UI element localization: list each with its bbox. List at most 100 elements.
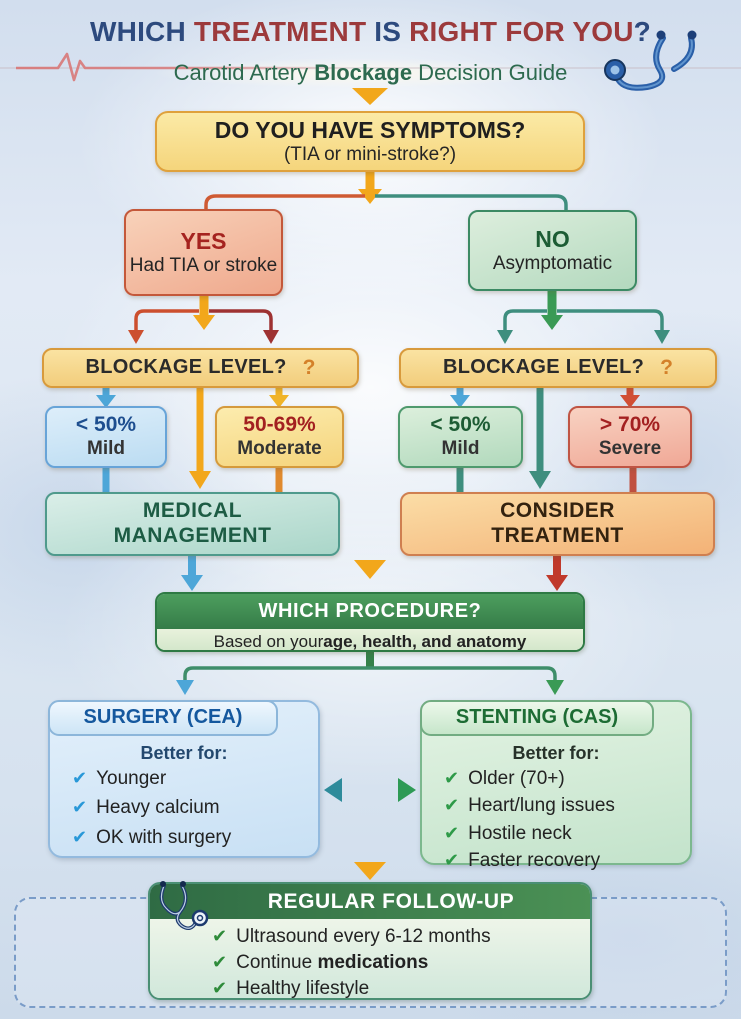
severe-label: Severe bbox=[598, 438, 662, 460]
severe-value: > 70% bbox=[599, 413, 661, 437]
subtitle-highlight-band bbox=[95, 54, 615, 92]
list-item: ✔ Ultrasound every 6-12 months bbox=[212, 926, 590, 948]
surgery-item-label: Younger bbox=[96, 768, 167, 789]
title-part: ? bbox=[633, 16, 651, 47]
surgery-item-label: OK with surgery bbox=[96, 826, 232, 848]
no-branch-box: NO Asymptomatic bbox=[468, 210, 637, 291]
medical-management-line2: MANAGEMENT bbox=[113, 524, 272, 547]
moderate-value: 50-69% bbox=[243, 413, 316, 437]
title-part: FOR YOU bbox=[505, 16, 634, 47]
procedure-subtitle-bold: age, health, and anatomy bbox=[323, 631, 527, 651]
blockage-level-bar-left: BLOCKAGE LEVEL? ? bbox=[42, 348, 359, 388]
list-item: ✔ Heart/lung issues bbox=[444, 795, 615, 817]
stenting-item-label: Older (70+) bbox=[468, 768, 565, 789]
title-part: RIGHT bbox=[409, 16, 506, 47]
stenting-panel: STENTING (CAS) Better for: ✔Older (70+) … bbox=[420, 700, 692, 871]
compare-double-arrow bbox=[324, 778, 416, 802]
list-item: ✔Younger bbox=[72, 768, 231, 790]
follow-up-title: REGULAR FOLLOW-UP bbox=[150, 884, 590, 919]
follow-up-list: ✔ Ultrasound every 6-12 months ✔ Continue … bbox=[150, 919, 590, 999]
yes-label: YES bbox=[180, 227, 227, 254]
connector-procedure-split bbox=[176, 652, 564, 695]
question-mark-icon: ? bbox=[660, 355, 673, 379]
list-item: ✔Older (70+) bbox=[444, 768, 615, 790]
list-item: ✔ OK with surgery bbox=[72, 827, 231, 849]
mild-right-box: < 50% Mild bbox=[398, 406, 523, 468]
check-icon: ✔ bbox=[444, 795, 460, 816]
arrow-title-to-symptoms bbox=[352, 88, 388, 105]
connector-blockage-right-outputs bbox=[450, 388, 640, 489]
title-part: IS bbox=[374, 16, 410, 47]
follow-up-item-text: Ultrasound every 6-12 months bbox=[236, 926, 491, 947]
list-item: ✔ Hostile neck bbox=[444, 823, 615, 845]
stenting-title: STENTING (CAS) bbox=[420, 700, 654, 736]
subtitle-text: Decision Guide bbox=[412, 60, 568, 85]
follow-up-item-text: Healthy lifestyle bbox=[236, 978, 370, 999]
which-procedure-box: WHICH PROCEDURE? Based on your age, heal… bbox=[155, 592, 585, 652]
connector-blockage-left-outputs bbox=[96, 388, 289, 489]
yes-description: Had TIA or stroke bbox=[129, 254, 278, 276]
subtitle-text-bold: Blockage bbox=[314, 60, 413, 85]
blockage-right-label: BLOCKAGE LEVEL? bbox=[443, 356, 645, 379]
list-item: ✔ Healthy lifestyle bbox=[212, 978, 590, 999]
connector-yes-to-blockage bbox=[128, 296, 279, 344]
check-icon: ✔ bbox=[72, 797, 88, 818]
surgery-title: SURGERY (CEA) bbox=[48, 700, 278, 736]
page-subtitle: Carotid Artery Blockage Decision Guide bbox=[0, 60, 741, 86]
stenting-item-label: Hostile neck bbox=[468, 822, 572, 844]
check-icon: ✔ bbox=[444, 822, 460, 843]
title-part: TREATMENT bbox=[193, 16, 375, 47]
follow-up-item-text: Continue bbox=[236, 952, 318, 973]
severe-box: > 70% Severe bbox=[568, 406, 692, 468]
title-part: WHICH bbox=[90, 16, 194, 47]
surgery-benefit-list: ✔Younger ✔ Heavy calcium ✔ OK with surgery bbox=[72, 768, 231, 856]
no-description: Asymptomatic bbox=[492, 252, 613, 274]
check-icon: ✔ bbox=[212, 952, 228, 972]
arrow-to-follow-up bbox=[354, 862, 386, 880]
check-icon: ✔ bbox=[72, 826, 88, 847]
procedure-subtitle-text: Based on your bbox=[213, 631, 324, 651]
follow-up-box: REGULAR FOLLOW-UP ✔ Ultrasound every 6-12… bbox=[148, 882, 592, 1000]
connector-levels-to-row5 bbox=[102, 468, 637, 494]
page-title: WHICH TREATMENT IS RIGHT FOR YOU? bbox=[0, 16, 741, 48]
surgery-better-for-label: Better for: bbox=[140, 743, 228, 763]
medical-management-line1: MEDICAL bbox=[142, 499, 243, 523]
surgery-panel: SURGERY (CEA) Better for: ✔Younger ✔Heav… bbox=[48, 700, 320, 858]
check-icon: ✔ bbox=[212, 978, 228, 998]
symptoms-question-box: DO YOU HAVE SYMPTOMS? (TIA or mini-strok… bbox=[155, 111, 585, 172]
stenting-item-label: Faster recovery bbox=[468, 850, 601, 872]
moderate-box: 50-69% Moderate bbox=[215, 406, 344, 468]
connector-symptoms-split bbox=[204, 172, 568, 210]
surgery-item-label: Heavy calcium bbox=[96, 797, 220, 819]
connector-row5-to-procedure bbox=[181, 556, 568, 591]
list-item: ✔ Faster recovery bbox=[444, 850, 615, 872]
subtitle-text: Carotid Artery bbox=[173, 60, 315, 85]
follow-up-item-bold: medications bbox=[317, 952, 429, 973]
stethoscope-icon bbox=[152, 878, 210, 944]
which-procedure-subtitle: Based on your age, health, and anatomy bbox=[157, 629, 583, 651]
blockage-level-bar-right: BLOCKAGE LEVEL? ? bbox=[399, 348, 717, 388]
blockage-left-label: BLOCKAGE LEVEL? bbox=[85, 356, 287, 379]
symptoms-title: DO YOU HAVE SYMPTOMS? bbox=[214, 116, 526, 143]
symptoms-subtitle: (TIA or mini-stroke?) bbox=[283, 143, 457, 165]
mild-left-label: Mild bbox=[87, 438, 125, 460]
stethoscope-icon bbox=[593, 26, 701, 100]
moderate-label: Moderate bbox=[237, 438, 322, 460]
stenting-better-for-label: Better for: bbox=[512, 743, 600, 763]
consider-treatment-box: CONSIDER TREATMENT bbox=[400, 492, 715, 556]
consider-treatment-line1: CONSIDER bbox=[500, 499, 615, 523]
consider-treatment-line2: TREATMENT bbox=[491, 524, 624, 547]
list-item: ✔ Continue medications bbox=[212, 952, 590, 974]
mild-right-value: < 50% bbox=[430, 413, 491, 437]
stenting-item-label: Heart/lung issues bbox=[468, 795, 615, 817]
yes-branch-box: YES Had TIA or stroke bbox=[124, 209, 283, 296]
mild-left-value: < 50% bbox=[75, 413, 137, 437]
check-icon: ✔ bbox=[444, 850, 460, 871]
list-item: ✔ Heavy calcium bbox=[72, 797, 231, 819]
mild-left-box: < 50% Mild bbox=[45, 406, 167, 468]
check-icon: ✔ bbox=[212, 926, 228, 946]
medical-management-box: MEDICAL MANAGEMENT bbox=[45, 492, 340, 556]
connector-no-to-blockage bbox=[497, 291, 670, 344]
question-mark-icon: ? bbox=[302, 355, 316, 379]
